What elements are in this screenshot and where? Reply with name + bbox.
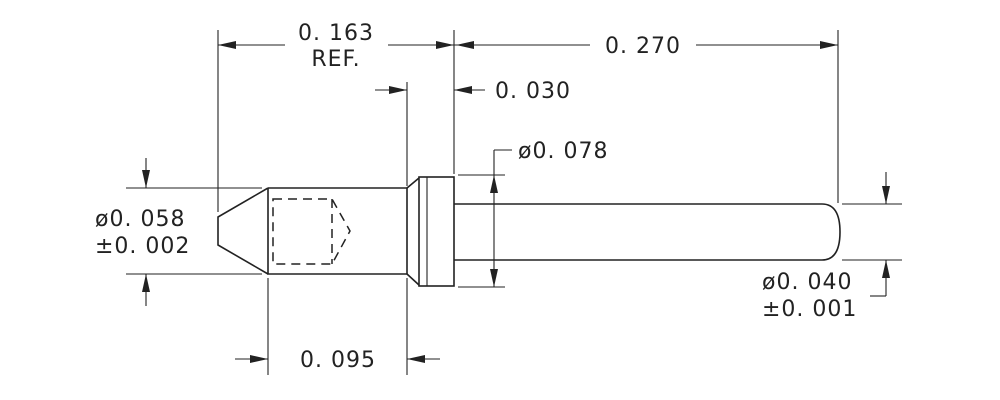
dimension-labels: 0. 163 REF. 0. 270 0. 030 ø0. 078 ø0. 05… xyxy=(95,21,857,373)
pin-tolerance-label: ±0. 001 xyxy=(762,297,857,322)
extension-lines xyxy=(126,30,902,375)
pin-length-label: 0. 270 xyxy=(605,34,681,59)
pin-diameter-label: ø0. 040 xyxy=(762,270,852,295)
tip-tolerance-label: ±0. 002 xyxy=(95,234,190,259)
ref-length-label: 0. 163 xyxy=(298,21,374,46)
dimension-lines xyxy=(142,41,890,363)
flange-diameter-label: ø0. 078 xyxy=(518,139,608,164)
pin-shank xyxy=(454,203,841,261)
hidden-hole xyxy=(272,198,351,265)
part-outline xyxy=(217,176,841,287)
flange-taper xyxy=(406,177,420,286)
conical-tip xyxy=(217,187,269,275)
body-outline xyxy=(267,187,408,275)
body-length-label: 0. 095 xyxy=(300,348,376,373)
ref-tag-label: REF. xyxy=(311,47,360,72)
flange xyxy=(418,176,455,287)
tip-diameter-label: ø0. 058 xyxy=(95,207,185,232)
flange-width-label: 0. 030 xyxy=(495,79,571,104)
